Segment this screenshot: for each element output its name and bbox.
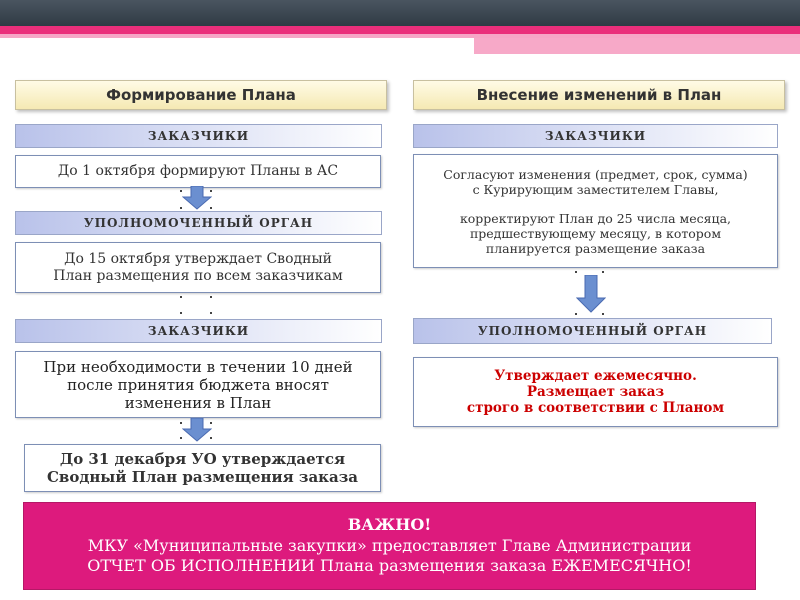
important-line: ОТЧЕТ ОБ ИСПОЛНЕНИИ Плана размещения зак… bbox=[87, 556, 692, 576]
down-arrow-icon bbox=[182, 418, 212, 442]
down-arrow-icon bbox=[182, 186, 212, 210]
right-band-authorized-body: УПОЛНОМОЧЕННЫЙ ОРГАН bbox=[413, 318, 772, 344]
left-header-label: Формирование Плана bbox=[106, 86, 296, 104]
connector-dot bbox=[180, 437, 182, 439]
left-box-4-line: Сводный План размещения заказа bbox=[46, 468, 359, 486]
top-right-pink-block bbox=[474, 38, 800, 54]
left-box-2-line: До 15 октября утверждает Сводный bbox=[64, 250, 332, 267]
important-banner: ВАЖНО! МКУ «Муниципальные закупки» предо… bbox=[23, 502, 756, 590]
right-box-1-line: предшествующему месяцу, в котором bbox=[469, 225, 722, 241]
left-box-1: До 1 октября формируют Планы в АС bbox=[15, 155, 381, 188]
right-box-2-line: Размещает заказ bbox=[526, 383, 665, 400]
right-band-customers: ЗАКАЗЧИКИ bbox=[413, 124, 778, 148]
left-box-3-line: после принятия бюджета вносят bbox=[67, 375, 329, 394]
connector-dot bbox=[180, 207, 182, 209]
connector-dot bbox=[575, 271, 577, 273]
left-band-customers-1: ЗАКАЗЧИКИ bbox=[15, 124, 382, 148]
connector-dot bbox=[180, 312, 182, 314]
right-box-2: Утверждает ежемесячно. Размещает заказ с… bbox=[413, 357, 778, 427]
top-light-pink-stripe bbox=[0, 34, 800, 38]
left-box-4: До 31 декабря УО утверждается Сводный Пл… bbox=[24, 444, 381, 492]
connector-dot bbox=[210, 296, 212, 298]
right-box-1-line: планируется размещение заказа bbox=[485, 240, 706, 256]
left-band-customers-2-label: ЗАКАЗЧИКИ bbox=[147, 324, 250, 338]
connector-dot bbox=[210, 437, 212, 439]
right-box-2-line: Утверждает ежемесячно. bbox=[494, 367, 697, 384]
connector-dot bbox=[602, 271, 604, 273]
left-box-3-line: При необходимости в течении 10 дней bbox=[43, 357, 353, 376]
top-dark-bar bbox=[0, 0, 800, 26]
right-box-1-line: корректируют План до 25 числа месяца, bbox=[459, 210, 732, 226]
left-band-authorized-body: УПОЛНОМОЧЕННЫЙ ОРГАН bbox=[15, 211, 382, 235]
right-band-authorized-body-label: УПОЛНОМОЧЕННЫЙ ОРГАН bbox=[477, 324, 708, 338]
top-pink-stripe bbox=[0, 26, 800, 34]
right-box-1-line: с Курирующим заместителем Главы, bbox=[472, 181, 719, 197]
left-box-2-line: План размещения по всем заказчикам bbox=[53, 267, 343, 284]
down-arrow-icon bbox=[576, 275, 606, 313]
right-box-1-line: Согласуют изменения (предмет, срок, сумм… bbox=[443, 166, 748, 182]
right-header-label: Внесение изменений в План bbox=[476, 86, 722, 104]
connector-dot bbox=[180, 422, 182, 424]
connector-dot bbox=[210, 207, 212, 209]
left-box-3: При необходимости в течении 10 дней посл… bbox=[15, 351, 381, 418]
right-header: Внесение изменений в План bbox=[413, 80, 785, 110]
important-line: МКУ «Муниципальные закупки» предоставляе… bbox=[87, 535, 692, 555]
left-box-1-text: До 1 октября формируют Планы в АС bbox=[57, 163, 339, 180]
right-box-1: Согласуют изменения (предмет, срок, сумм… bbox=[413, 154, 778, 268]
left-band-customers-1-label: ЗАКАЗЧИКИ bbox=[147, 129, 250, 143]
left-box-4-line: До 31 декабря УО утверждается bbox=[59, 450, 346, 468]
right-band-customers-label: ЗАКАЗЧИКИ bbox=[544, 129, 647, 143]
connector-dot bbox=[575, 313, 577, 315]
connector-dot bbox=[210, 190, 212, 192]
left-box-3-line: изменения в План bbox=[124, 393, 272, 412]
connector-dot bbox=[180, 296, 182, 298]
left-header: Формирование Плана bbox=[15, 80, 387, 110]
left-band-authorized-body-label: УПОЛНОМОЧЕННЫЙ ОРГАН bbox=[83, 216, 314, 230]
connector-dot bbox=[210, 312, 212, 314]
connector-dot bbox=[210, 422, 212, 424]
left-band-customers-2: ЗАКАЗЧИКИ bbox=[15, 319, 382, 343]
left-box-2: До 15 октября утверждает Сводный План ра… bbox=[15, 242, 381, 293]
connector-dot bbox=[602, 313, 604, 315]
important-title: ВАЖНО! bbox=[347, 514, 432, 534]
right-box-2-line: строго в соответствии с Планом bbox=[466, 400, 725, 417]
connector-dot bbox=[180, 190, 182, 192]
